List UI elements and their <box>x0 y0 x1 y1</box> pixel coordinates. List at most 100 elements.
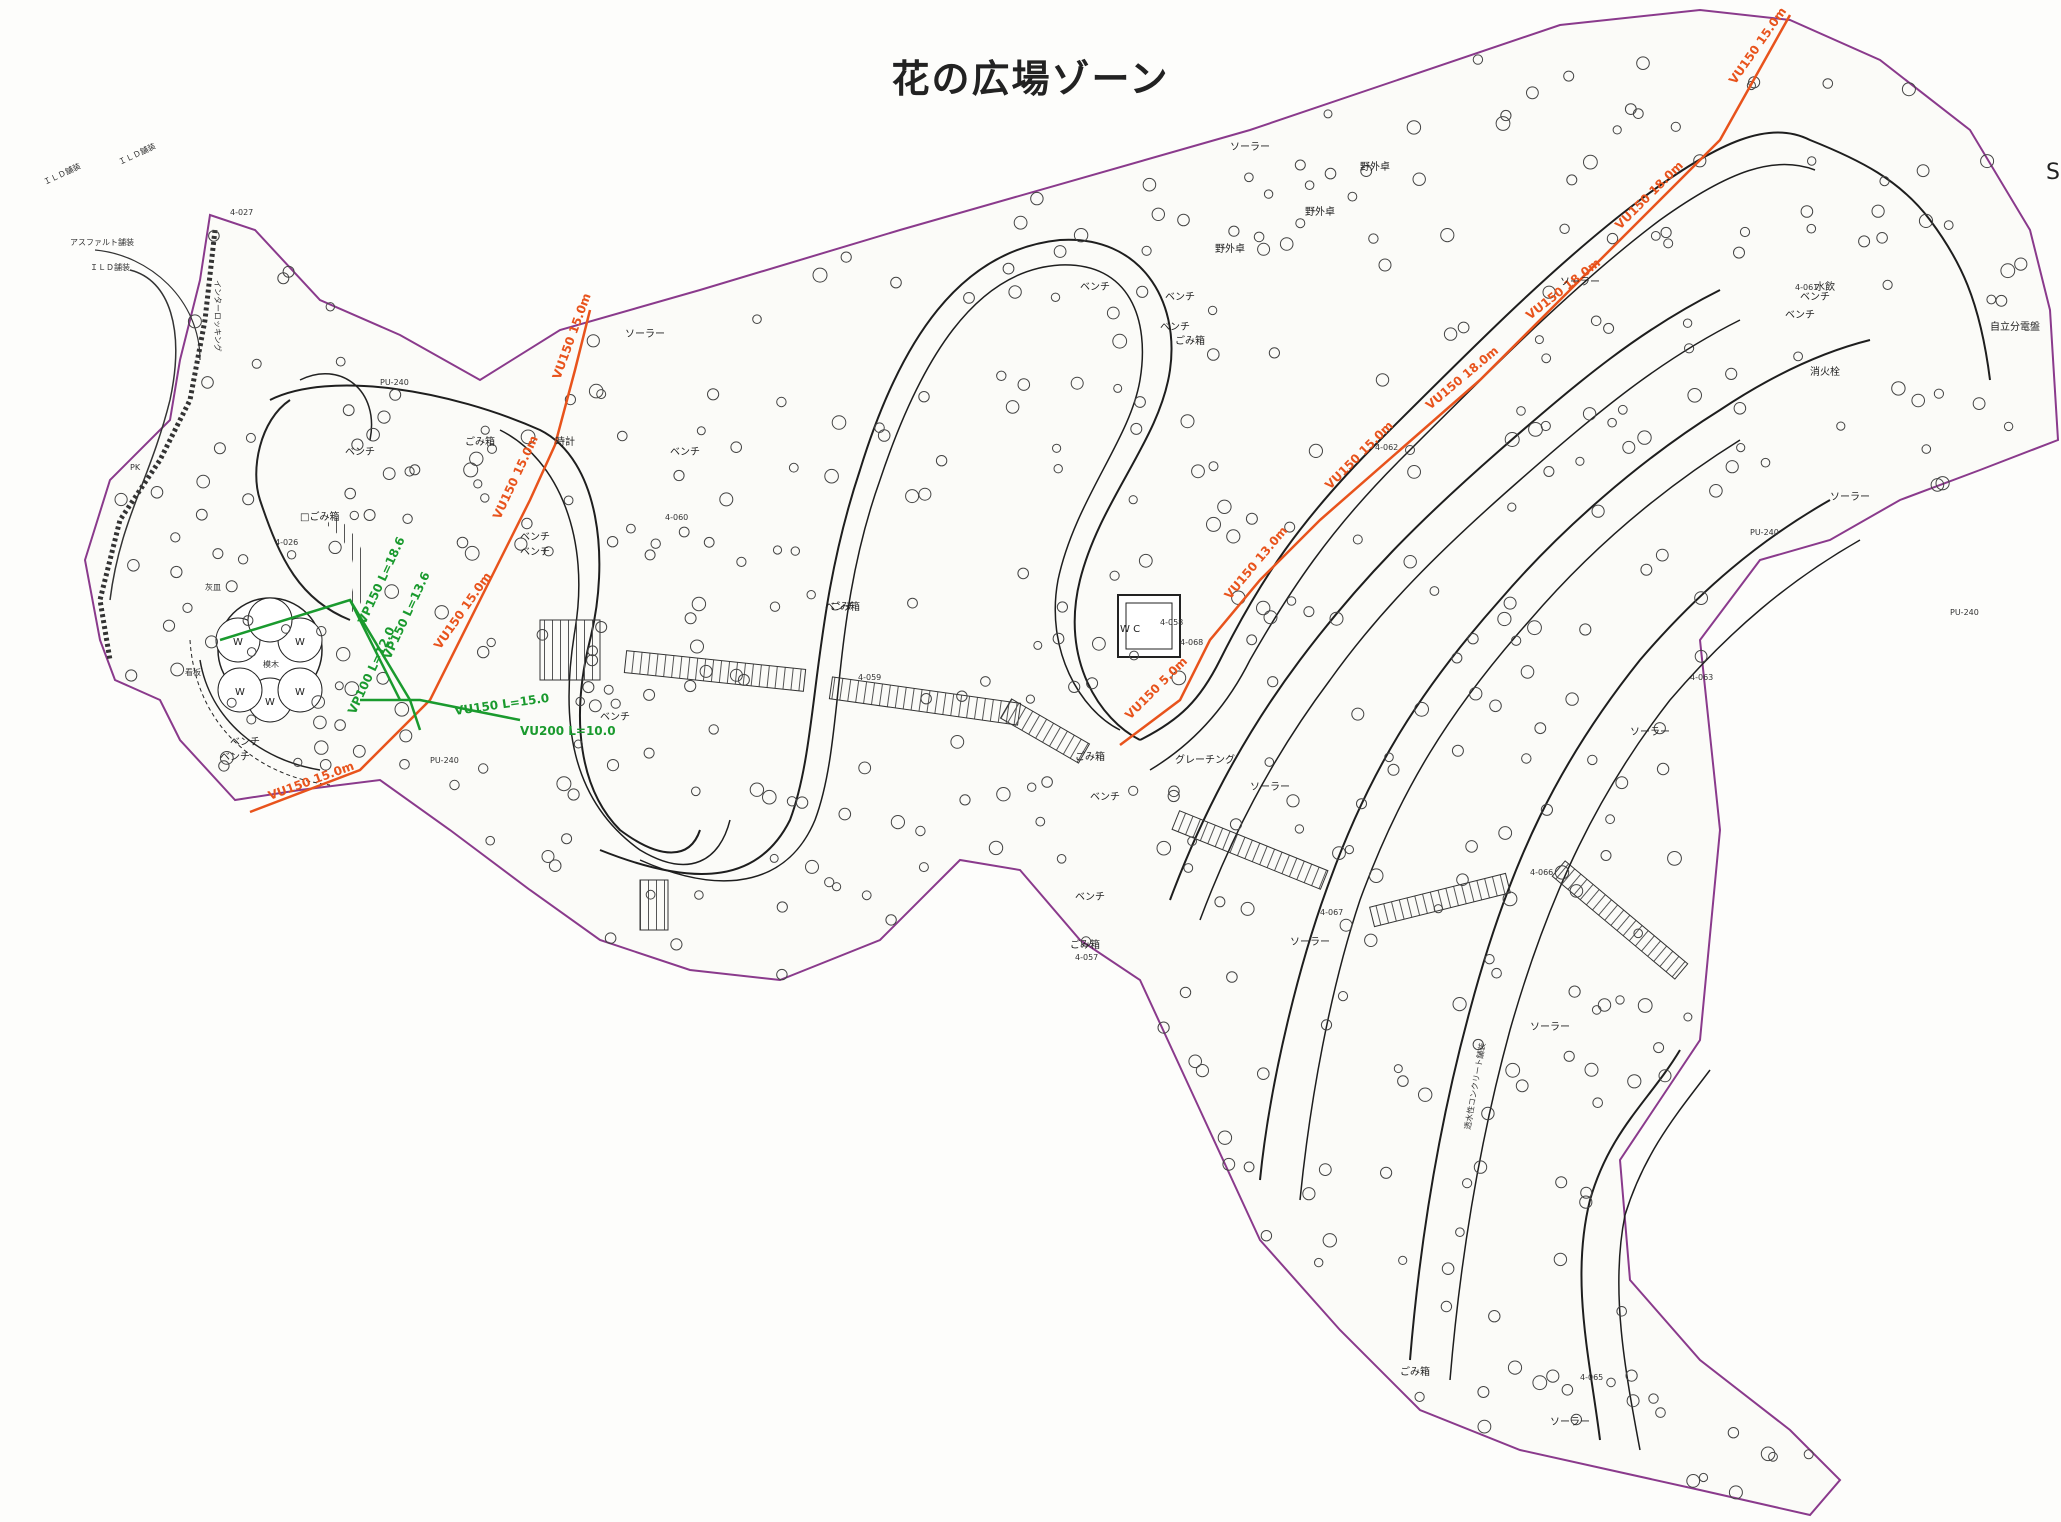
tree-icon <box>1725 367 1738 380</box>
bench-label: ベンチ <box>1075 891 1105 903</box>
tree-icon <box>586 334 600 348</box>
tree-icon <box>1256 600 1271 616</box>
tree-icon <box>643 688 656 701</box>
tree-icon <box>1473 1160 1488 1174</box>
tree-icon <box>1207 348 1220 361</box>
bench-label: ベンチ <box>1090 791 1120 803</box>
tree-icon <box>963 292 975 304</box>
tree-icon <box>127 559 140 572</box>
tree-icon <box>478 763 489 774</box>
wc-building <box>1117 594 1181 658</box>
tree-icon <box>749 782 765 797</box>
tree-icon <box>1183 863 1194 873</box>
tree-icon <box>729 668 743 682</box>
tree-icon <box>1563 70 1575 82</box>
tree-icon <box>1070 376 1084 390</box>
tree-icon <box>1128 785 1139 796</box>
tree-icon <box>1563 1050 1575 1062</box>
tree-icon <box>1217 1130 1233 1145</box>
w-label: W <box>265 697 275 708</box>
tree-icon <box>1414 1391 1425 1403</box>
tree-icon <box>1858 235 1871 248</box>
tree-icon <box>918 391 930 403</box>
tree-icon <box>905 489 920 504</box>
tree-icon <box>1507 502 1517 512</box>
tree-icon <box>645 889 656 900</box>
tree-icon <box>1214 896 1226 908</box>
asphalt-label: アスファルト舗装 <box>70 237 134 247</box>
tree-icon <box>334 719 346 731</box>
area-marker: 4-058 <box>1160 618 1183 627</box>
tree-icon <box>1648 1393 1659 1404</box>
tree-icon <box>1304 180 1315 190</box>
tree-icon <box>561 833 573 845</box>
tree-icon <box>162 619 176 632</box>
tree-icon <box>1503 596 1517 610</box>
tree-icon <box>1527 620 1542 636</box>
solar-label: ソーラー <box>1560 276 1600 288</box>
ild-label: ＩＬＤ舗装 <box>42 161 82 187</box>
tree-icon <box>1504 432 1520 447</box>
tree-icon <box>907 597 918 609</box>
tree-icon <box>824 877 835 888</box>
tree-icon <box>988 840 1004 856</box>
tree-icon <box>1930 478 1945 492</box>
tree-icon <box>1013 215 1028 230</box>
tree-icon <box>1130 422 1143 435</box>
tree-icon <box>1245 512 1258 525</box>
tree-icon <box>1406 120 1422 135</box>
tree-icon <box>1228 225 1240 237</box>
tree-icon <box>1286 596 1297 606</box>
clock-label: 時計 <box>555 435 575 448</box>
tree-icon <box>1187 836 1197 847</box>
w-label: W <box>295 687 305 698</box>
tree-icon <box>543 546 554 557</box>
interlocking-label: インターロッキング <box>213 280 223 352</box>
tree-icon <box>1656 762 1670 776</box>
tree-icon <box>195 508 208 521</box>
tree-icon <box>1294 159 1306 171</box>
tree-icon <box>521 517 533 530</box>
tree-icon <box>1080 936 1092 947</box>
tree-icon <box>2003 421 2014 432</box>
water-fountain-label: 水飲 <box>1815 280 1835 293</box>
tree-icon <box>1972 397 1986 411</box>
tree-icon <box>363 509 376 521</box>
tree-icon <box>1030 191 1044 206</box>
tree-icon <box>980 676 991 687</box>
tree-icon <box>1693 154 1707 168</box>
tree-icon <box>918 487 932 501</box>
tree-icon <box>1495 116 1511 131</box>
tree-icon <box>1260 1230 1273 1242</box>
green-pipe-label: VU200 L=10.0 <box>520 724 616 738</box>
tree-icon <box>1579 623 1592 636</box>
tree-icon <box>170 532 181 543</box>
tree-icon <box>1229 818 1243 831</box>
solar-label: ソーラー <box>1230 141 1270 153</box>
park-boundary <box>83 8 2060 1517</box>
tree-icon <box>1323 109 1333 119</box>
tree-icon <box>564 394 577 406</box>
tree-icon <box>1583 154 1598 170</box>
trash-label: ごみ箱 <box>1075 750 1105 763</box>
tree-icon <box>1568 985 1581 998</box>
tree-icon <box>402 513 413 524</box>
tree-icon <box>1694 649 1708 663</box>
tree-icon <box>251 358 262 369</box>
tree-icon <box>1134 396 1146 408</box>
tree-icon <box>1455 1227 1465 1237</box>
tree-icon <box>1918 213 1934 228</box>
tree-icon <box>1876 232 1888 244</box>
tree-icon <box>1433 904 1443 914</box>
tree-icon <box>1356 798 1367 810</box>
tree-icon <box>1027 782 1037 792</box>
solar-label: ソーラー <box>1290 936 1330 948</box>
tree-icon <box>1882 279 1893 290</box>
solar-label: ソーラー <box>1550 1416 1590 1428</box>
tree-icon <box>1653 722 1666 735</box>
tree-icon <box>1507 1360 1523 1375</box>
tree-icon <box>1587 754 1598 766</box>
tree-icon <box>205 635 218 649</box>
area-markers: 4-0264-0274-0574-0584-0594-0604-0614-062… <box>230 208 1818 1382</box>
